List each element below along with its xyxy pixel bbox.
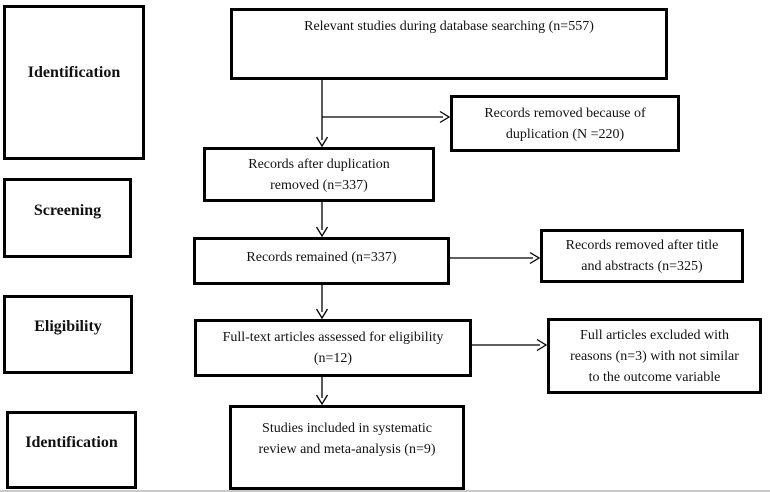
arrowhead-right-duplicates [439, 110, 451, 124]
arrowhead-down-fulltext [315, 308, 329, 320]
stage-label: Screening [33, 201, 102, 219]
flow-box-text: Records remained (n=337) [246, 249, 397, 265]
flow-box-relevant-studies: Relevant studies during database searchi… [230, 8, 668, 80]
arrowhead-down-remained [315, 226, 329, 238]
stage-box-identification-bottom: Identification [6, 411, 137, 489]
stage-label: Identification [27, 63, 121, 81]
exclusion-box-title-abstract-removed: Records removed after title and abstract… [540, 229, 744, 283]
arrowhead-down-included [315, 394, 329, 406]
exclusion-box-text: Records removed because of duplication (… [484, 105, 646, 142]
arrowhead-right-excluded [536, 338, 548, 352]
figure-bottom-rule [0, 490, 770, 492]
flow-box-text: Studies included in systematic review an… [258, 420, 436, 457]
flow-box-records-remained: Records remained (n=337) [193, 237, 450, 285]
flow-box-fulltext-assessed: Full-text articles assessed for eligibil… [194, 319, 472, 377]
flow-box-text: Full-text articles assessed for eligibil… [222, 330, 444, 366]
exclusion-box-fulltext-excluded: Full articles excluded with reasons (n=3… [547, 318, 762, 394]
arrowhead-down-afterdup [315, 136, 329, 148]
flow-box-records-after-duplication: Records after duplication removed (n=337… [203, 147, 435, 202]
flow-box-text: Relevant studies during database searchi… [304, 19, 594, 34]
stage-box-identification-top: Identification [3, 5, 145, 160]
exclusion-box-text: Records removed after title and abstract… [565, 238, 719, 274]
exclusion-box-text: Full articles excluded with reasons (n=3… [570, 327, 739, 385]
flow-box-studies-included: Studies included in systematic review an… [229, 405, 465, 490]
flow-box-text: Records after duplication removed (n=337… [248, 156, 390, 193]
arrowhead-right-titleside [529, 251, 541, 265]
stage-label: Eligibility [34, 317, 102, 335]
stage-label: Identification [25, 434, 118, 451]
stage-box-screening: Screening [3, 178, 132, 258]
exclusion-box-duplicates-removed: Records removed because of duplication (… [450, 95, 680, 152]
stage-box-eligibility: Eligibility [3, 295, 133, 374]
